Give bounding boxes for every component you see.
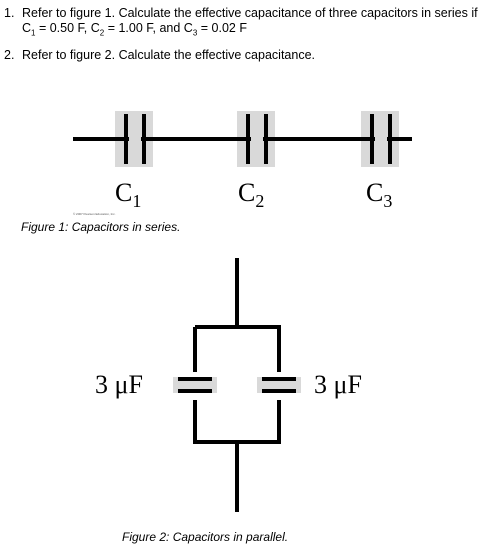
capacitor-1-label: C1 [115, 178, 142, 212]
copyright-notice: © 2007 Pearson Education, Inc. [73, 212, 116, 216]
capacitor-3-label: C3 [366, 178, 393, 212]
capacitor-2-plates [246, 114, 268, 164]
right-capacitance-label: 3 μF [314, 370, 362, 399]
question-1-values: C1 = 0.50 F, C2 = 1.00 F, and C3 = 0.02 … [22, 21, 247, 38]
figure-2-caption: Figure 2: Capacitors in parallel. [122, 530, 289, 544]
question-2-number: 2. [4, 48, 15, 62]
capacitor-1-plates [124, 114, 146, 164]
question-1-number: 1. [4, 6, 15, 20]
capacitor-2-label: C2 [238, 178, 265, 212]
left-capacitance-label: 3 μF [95, 370, 143, 399]
capacitor-3-plates [370, 114, 392, 164]
figure-2-diagram [173, 258, 301, 512]
right-capacitor [257, 372, 301, 400]
question-1-text: Refer to figure 1. Calculate the effecti… [22, 6, 478, 20]
left-capacitor [173, 372, 217, 400]
figure-1-caption: Figure 1: Capacitors in series. [21, 220, 181, 234]
parallel-loop [193, 325, 281, 444]
question-2-text: Refer to figure 2. Calculate the effecti… [22, 48, 315, 62]
figure-1-diagram [73, 111, 412, 167]
